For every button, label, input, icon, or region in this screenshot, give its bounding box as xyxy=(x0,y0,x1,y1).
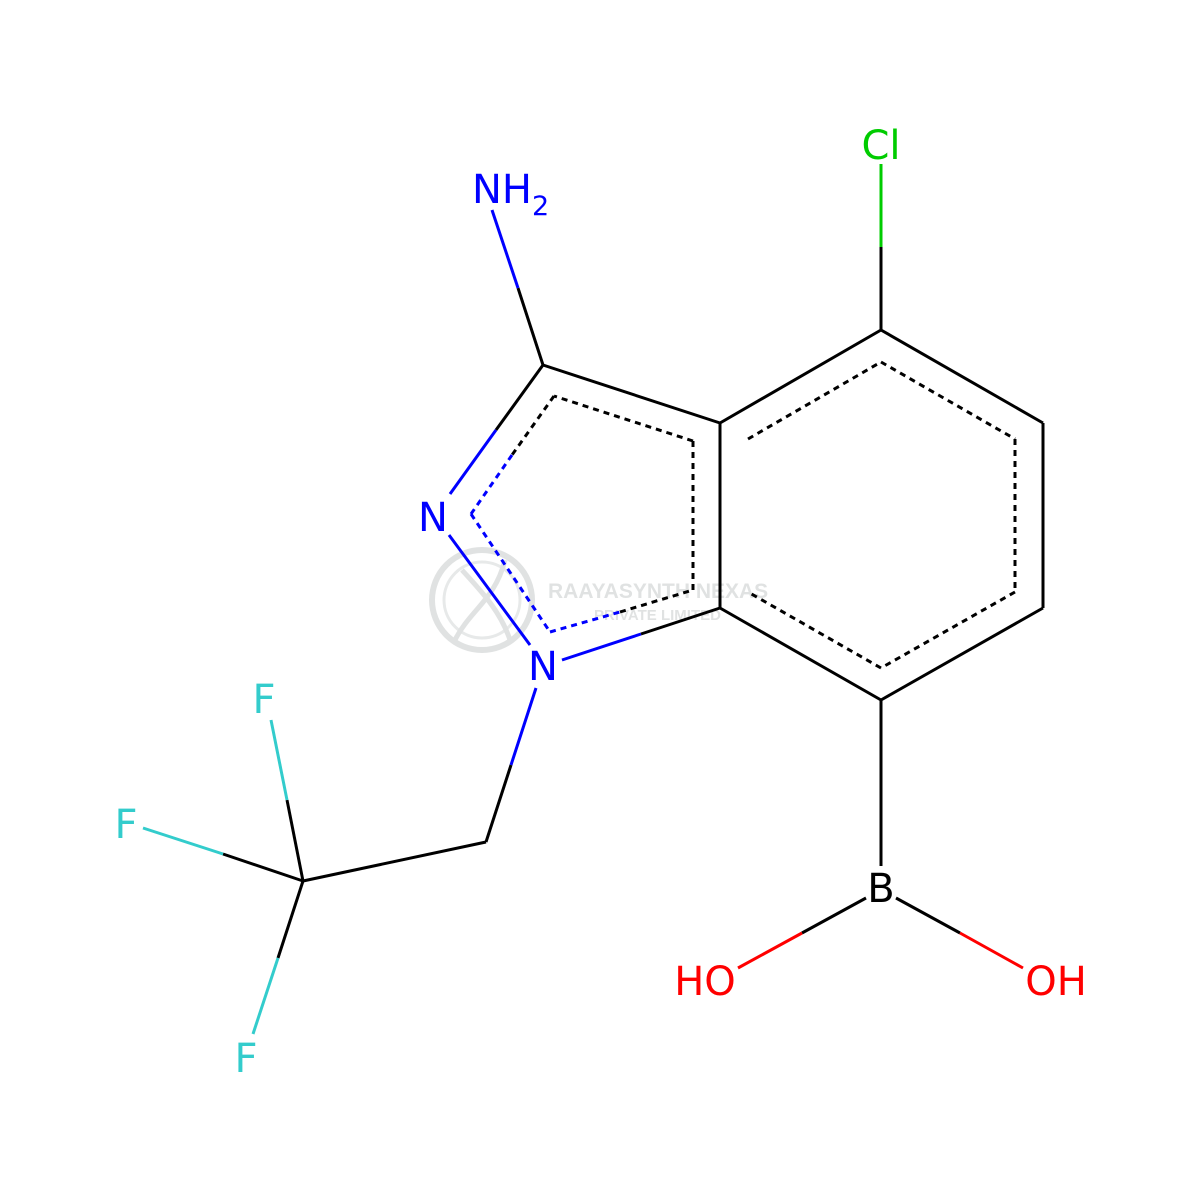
bond-cf3-f-left-a xyxy=(222,852,304,883)
atom-hydroxyl-right: OH xyxy=(1025,959,1087,1005)
atom-ring-nitrogen-1: N xyxy=(528,644,558,690)
watermark-logo xyxy=(429,547,535,653)
bond-c6-c7 xyxy=(880,606,1044,702)
bond-c4-c5 xyxy=(880,328,1044,425)
bond-c3-n2-a xyxy=(494,364,545,431)
bonds xyxy=(142,164,1045,1035)
amino-nh: NH xyxy=(472,167,532,213)
atom-hydroxyl-left: HO xyxy=(674,959,736,1005)
bond-b-oh-right-b xyxy=(959,931,1024,970)
bond-n2-n1 xyxy=(447,534,532,646)
bond-b-oh-left-b xyxy=(737,931,803,970)
bond-cf3-f-bottom-a xyxy=(276,880,305,959)
atom-fluorine-bottom: F xyxy=(234,1036,257,1082)
bond-cf3-f-left-b xyxy=(142,826,224,856)
bond-c3a-c3 xyxy=(542,363,721,425)
amino-subscript: 2 xyxy=(532,191,549,222)
bond-n1-ch2-a xyxy=(509,687,538,766)
bond-n1-c7a-a xyxy=(561,632,642,662)
bond-n1-ch2-b xyxy=(484,764,513,843)
aromatic-ring-pyrazole xyxy=(469,394,695,634)
watermark-line2: PRIVATE LIMITED xyxy=(594,607,721,624)
bond-c3-nh2-a xyxy=(516,287,545,366)
bond-b-oh-left-a xyxy=(801,896,867,935)
bond-c3-nh2-b xyxy=(490,209,520,289)
bond-b-oh-right-a xyxy=(895,896,961,935)
bond-cf3-f-top-a xyxy=(285,799,305,882)
atom-fluorine-left: F xyxy=(114,802,137,848)
watermark-line1: RAAYASYNTH NEXAS xyxy=(548,580,768,603)
bond-n1-c7a-b xyxy=(640,606,721,636)
bond-c3a-c4 xyxy=(719,328,882,425)
bond-cf3-f-bottom-b xyxy=(251,957,280,1035)
atom-labels: Cl NH2 N N F F F B HO OH xyxy=(114,123,1086,1082)
atom-fluorine-top: F xyxy=(252,677,275,723)
atom-amino-nitrogen: NH2 xyxy=(472,167,549,222)
atom-ring-nitrogen-2: N xyxy=(418,495,448,541)
bond-ch2-cf3 xyxy=(302,840,487,883)
atom-chlorine: Cl xyxy=(861,123,900,169)
bond-c3-n2-b xyxy=(448,429,498,495)
bond-cf3-f-top-b xyxy=(269,719,289,801)
watermark: RAAYASYNTH NEXAS PRIVATE LIMITED xyxy=(429,547,768,653)
bond-c7-c7a xyxy=(719,606,882,702)
atom-boron: B xyxy=(867,866,894,912)
aromatic-ring-benzene xyxy=(747,360,1017,670)
